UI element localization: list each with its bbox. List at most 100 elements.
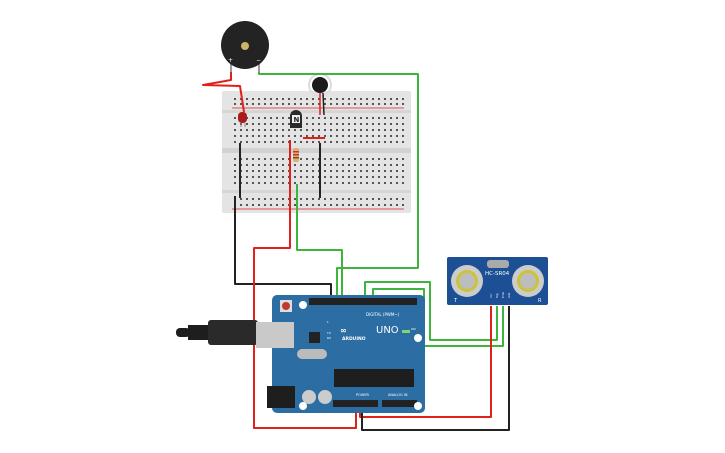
breadboard-hole [270,129,272,131]
breadboard-hole [354,135,356,137]
breadboard-hole [354,129,356,131]
breadboard-hole [246,141,248,143]
breadboard-hole [282,117,284,119]
breadboard-hole [234,98,236,100]
breadboard-hole [402,182,404,184]
npn-transistor[interactable]: N [290,110,302,128]
breadboard-hole [246,176,248,178]
breadboard-hole [306,123,308,125]
breadboard-hole [234,182,236,184]
breadboard-hole [270,98,272,100]
breadboard-hole [402,176,404,178]
breadboard-hole [282,98,284,100]
breadboard-hole [282,158,284,160]
breadboard-hole [354,123,356,125]
breadboard-hole [354,158,356,160]
breadboard-hole [288,103,290,105]
breadboard-hole [372,164,374,166]
breadboard-hole [300,98,302,100]
breadboard-hole [282,198,284,200]
breadboard-hole [366,198,368,200]
breadboard-hole [240,141,242,143]
breadboard-hole [276,158,278,160]
breadboard-hole [348,164,350,166]
breadboard-hole [252,141,254,143]
ultrasonic-sensor[interactable]: HC-SR04 T R Vcc Trig Echo Gnd [447,257,548,305]
breadboard-hole [378,141,380,143]
breadboard-hole [372,198,374,200]
usb-cable[interactable] [176,320,258,345]
breadboard[interactable] [222,91,411,213]
breadboard-hole [390,117,392,119]
breadboard-hole [384,176,386,178]
breadboard-hole [306,158,308,160]
breadboard-hole [234,135,236,137]
breadboard-hole [348,141,350,143]
breadboard-hole [330,98,332,100]
breadboard-hole [402,129,404,131]
on-label: ON [411,327,416,331]
breadboard-hole [372,141,374,143]
breadboard-hole [384,164,386,166]
breadboard-hole [264,182,266,184]
breadboard-hole [366,123,368,125]
breadboard-hole [366,176,368,178]
breadboard-hole [372,204,374,206]
resistor[interactable] [293,148,299,162]
breadboard-hole [354,103,356,105]
breadboard-hole [306,182,308,184]
breadboard-hole [234,117,236,119]
breadboard-hole [372,170,374,172]
breadboard-hole [330,141,332,143]
breadboard-hole [354,198,356,200]
breadboard-hole [360,98,362,100]
breadboard-hole [264,176,266,178]
breadboard-hole [336,135,338,137]
breadboard-hole [270,135,272,137]
breadboard-hole [330,117,332,119]
usb-port [256,322,294,348]
breadboard-hole [402,204,404,206]
breadboard-hole [342,129,344,131]
breadboard-hole [264,103,266,105]
breadboard-hole [252,176,254,178]
arduino-uno[interactable]: ∞ UNO ARDUINO DIGITAL (PWM~) POWER ANALO… [256,295,425,413]
breadboard-hole [342,103,344,105]
breadboard-hole [258,117,260,119]
piezo-buzzer[interactable]: + − [221,21,269,72]
breadboard-hole [312,158,314,160]
breadboard-hole [324,164,326,166]
breadboard-hole [342,158,344,160]
breadboard-hole [336,158,338,160]
breadboard-hole [270,141,272,143]
breadboard-hole [306,170,308,172]
breadboard-hole [336,204,338,206]
breadboard-hole [372,123,374,125]
breadboard-hole [258,182,260,184]
breadboard-hole [402,158,404,160]
breadboard-hole [402,135,404,137]
breadboard-hole [396,129,398,131]
breadboard-hole [336,182,338,184]
breadboard-hole [384,123,386,125]
breadboard-hole [372,98,374,100]
breadboard-hole [240,198,242,200]
breadboard-hole [342,204,344,206]
breadboard-hole [384,103,386,105]
breadboard-hole [294,129,296,131]
breadboard-hole [348,103,350,105]
breadboard-hole [276,198,278,200]
breadboard-hole [354,164,356,166]
breadboard-hole [396,182,398,184]
breadboard-hole [246,103,248,105]
red-led[interactable] [238,112,247,127]
breadboard-hole [360,170,362,172]
pin-gnd: Gnd [507,292,511,298]
analog-label: ANALOG IN [388,393,408,397]
tx-label: TX [326,331,331,335]
breadboard-hole [342,176,344,178]
breadboard-hole [312,103,314,105]
breadboard-hole [378,164,380,166]
breadboard-hole [318,129,320,131]
breadboard-hole [312,129,314,131]
